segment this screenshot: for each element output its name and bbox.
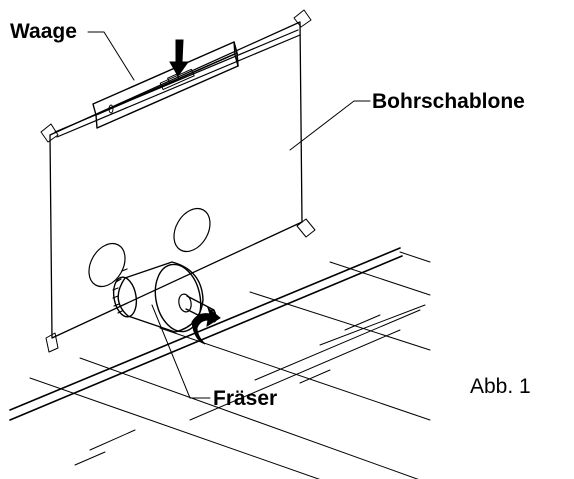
tape-corner-bottom-left <box>45 332 59 353</box>
label-cutter: Fräser <box>213 387 277 410</box>
tape-corner-bottom-right <box>296 218 316 238</box>
tape-corner-top-right <box>293 9 312 28</box>
label-figure-number: Abb. 1 <box>470 375 531 398</box>
label-level: Waage <box>10 20 77 43</box>
rotation-arrow-icon <box>191 306 221 345</box>
template-hole-left <box>88 242 126 288</box>
tape-corner-top-left <box>40 123 59 143</box>
floor-tile-grid <box>29 251 431 479</box>
template-hole-right <box>173 207 211 253</box>
arrow-down-icon <box>169 39 189 77</box>
leader-lines <box>87 31 371 399</box>
cutter-teeth <box>112 268 128 314</box>
cutter-tool <box>112 261 217 333</box>
floor-edge <box>9 247 403 421</box>
spirit-level <box>92 41 239 129</box>
label-template: Bohrschablone <box>372 90 525 113</box>
